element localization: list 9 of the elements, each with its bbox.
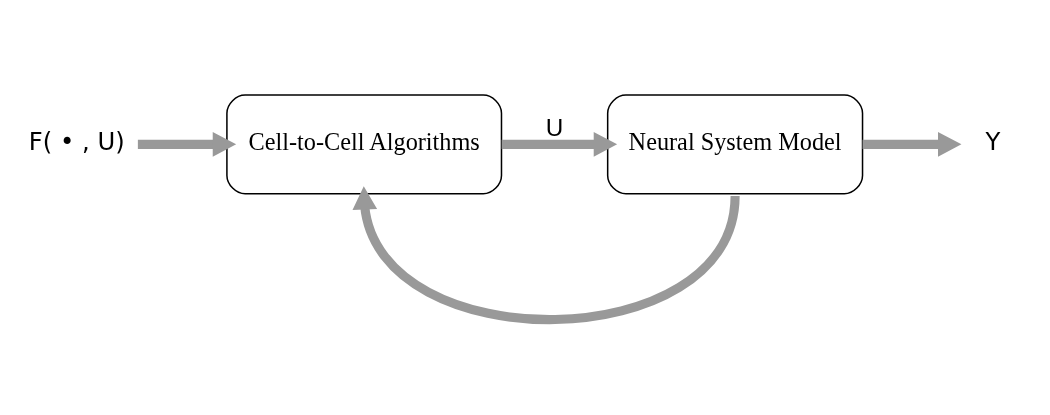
edge-label: U — [545, 114, 564, 142]
arrow — [501, 132, 618, 157]
arrow — [352, 186, 740, 324]
node-box: Neural System Model — [606, 94, 864, 195]
node-text: F( • , U) — [28, 127, 125, 157]
arrow — [137, 132, 237, 157]
node-box: Cell-to-Cell Algorithms — [226, 94, 503, 195]
node-text: Y — [985, 127, 1001, 157]
arrow — [862, 132, 962, 157]
